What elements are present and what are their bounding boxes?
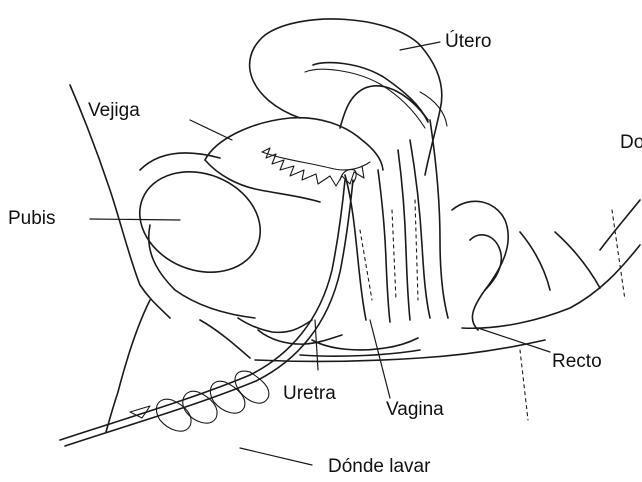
label-do-cut: Do: [620, 133, 642, 152]
perineum-drawing: [238, 318, 545, 361]
label-vagina: Vagina: [386, 400, 444, 419]
washing-loops: [130, 371, 269, 431]
label-pubis: Pubis: [8, 209, 56, 228]
label-uretra: Uretra: [283, 384, 336, 403]
label-recto: Recto: [552, 352, 602, 371]
uterus-drawing: [250, 19, 447, 175]
bladder-drawing: [205, 118, 383, 202]
label-donde-lavar: Dónde lavar: [328, 457, 430, 476]
label-vejiga: Vejiga: [88, 101, 140, 120]
body-outline: [70, 85, 250, 432]
rectum-drawing: [452, 200, 640, 420]
vagina-drawing: [345, 120, 448, 322]
label-utero: Útero: [445, 32, 491, 51]
